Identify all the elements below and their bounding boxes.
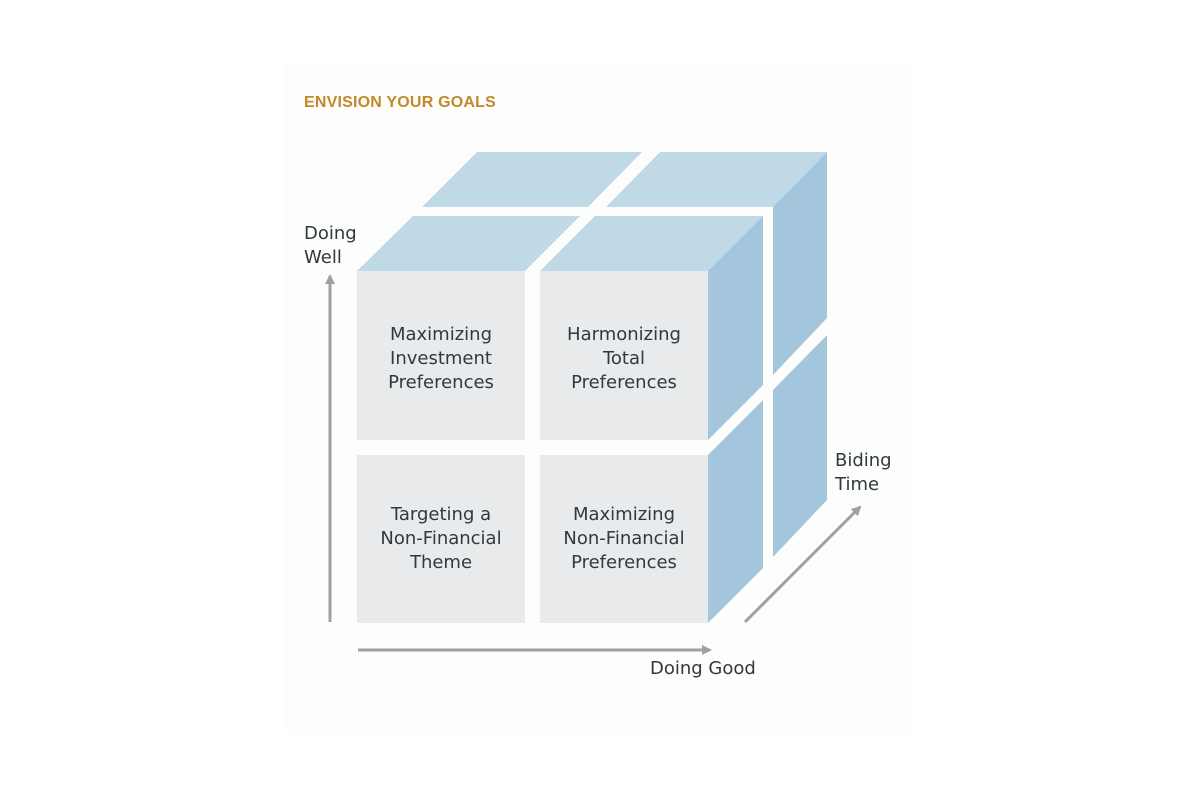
cube-side-back-upper — [773, 152, 827, 375]
cube-top-back-right — [606, 152, 827, 207]
z-axis-arrow — [743, 505, 862, 624]
quadrant-top-left-label: Maximizing Investment Preferences — [388, 324, 494, 393]
cube-side-front-lower — [708, 400, 763, 623]
cube-side-front-upper — [708, 216, 763, 440]
quadrant-bottom-left-label: Targeting a Non-Financial Theme — [380, 504, 502, 573]
quadrant-top-left — [357, 271, 525, 440]
quadrant-bottom-right — [540, 455, 708, 623]
cube-top-front-left — [357, 216, 580, 271]
cube-top-back-left — [422, 152, 642, 207]
z-axis-label: Biding Time — [835, 450, 892, 495]
cube-side-back-lower — [773, 335, 827, 557]
cube-top-front-right — [540, 216, 763, 271]
quadrant-bottom-right-label: Maximizing Non-Financial Preferences — [563, 504, 685, 573]
quadrant-top-right — [540, 271, 708, 440]
x-axis-label: Doing Good — [650, 658, 756, 679]
quadrant-bottom-left — [357, 455, 525, 623]
page-title: ENVISION YOUR GOALS — [304, 94, 496, 111]
quadrant-top-right-label: Harmonizing Total Preferences — [567, 324, 681, 393]
y-axis-label: Doing Well — [304, 223, 357, 268]
